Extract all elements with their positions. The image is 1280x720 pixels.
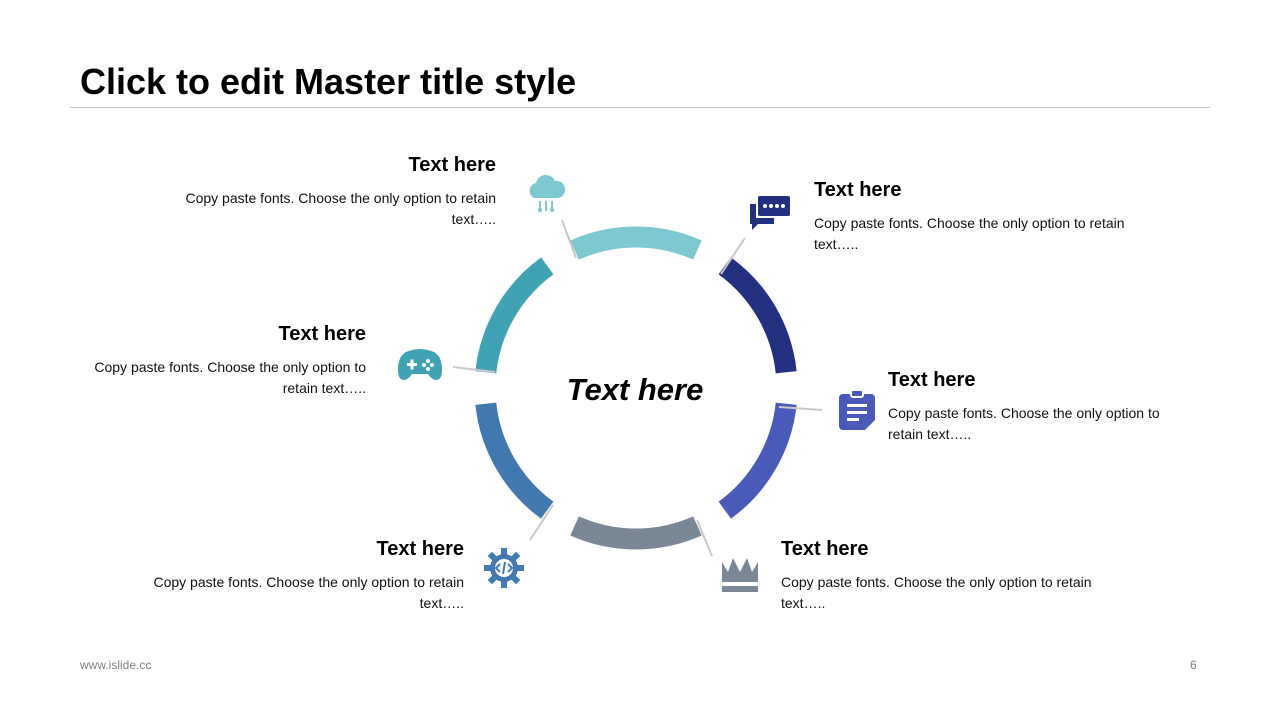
ring-segment-upper-left	[475, 257, 554, 374]
item-body: Copy paste fonts. Choose the only option…	[781, 574, 1092, 611]
center-label: Text here	[566, 372, 704, 407]
ring-segment-upper-right	[718, 257, 797, 374]
item-body: Copy paste fonts. Choose the only option…	[888, 405, 1160, 442]
chat-message-icon	[746, 190, 794, 238]
item-body: Copy paste fonts. Choose the only option…	[814, 215, 1125, 252]
connector-lower-left	[529, 504, 554, 541]
connector-lower-right	[778, 406, 823, 411]
item-middle-right: Text here Copy paste fonts. Choose the o…	[888, 367, 1188, 445]
item-top-left: Text here Copy paste fonts. Choose the o…	[166, 152, 496, 230]
cloud-computing-icon	[522, 170, 570, 218]
item-heading: Text here	[408, 154, 496, 176]
item-heading: Text here	[278, 323, 366, 345]
item-body: Copy paste fonts. Choose the only option…	[94, 359, 366, 396]
clipboard-note-icon	[835, 388, 883, 436]
item-heading: Text here	[376, 538, 464, 560]
item-heading: Text here	[888, 369, 976, 391]
item-bottom-left: Text here Copy paste fonts. Choose the o…	[134, 536, 464, 614]
page-number: 6	[1190, 658, 1197, 672]
gamepad-icon	[396, 342, 444, 390]
item-bottom-right: Text here Copy paste fonts. Choose the o…	[781, 536, 1111, 614]
footer-url: www.islide.cc	[80, 658, 152, 672]
connector-upper-left	[452, 366, 496, 373]
slide-title: Click to edit Master title style	[80, 61, 577, 102]
item-body: Copy paste fonts. Choose the only option…	[153, 574, 464, 611]
connector-upper-right	[720, 237, 746, 275]
code-gear-icon	[480, 544, 528, 592]
item-middle-left: Text here Copy paste fonts. Choose the o…	[66, 321, 366, 399]
title-divider	[70, 107, 1210, 108]
ring-segment-lower-left	[475, 402, 554, 519]
item-heading: Text here	[814, 179, 902, 201]
ring-segment-lower-right	[718, 402, 797, 519]
ring-segment-top	[570, 226, 702, 260]
item-body: Copy paste fonts. Choose the only option…	[185, 190, 496, 227]
item-top-right: Text here Copy paste fonts. Choose the o…	[814, 177, 1144, 255]
connector-top	[561, 219, 577, 259]
crown-award-icon	[716, 548, 764, 596]
connector-bottom	[696, 519, 713, 557]
item-heading: Text here	[781, 538, 869, 560]
ring-segment-bottom	[570, 516, 702, 550]
